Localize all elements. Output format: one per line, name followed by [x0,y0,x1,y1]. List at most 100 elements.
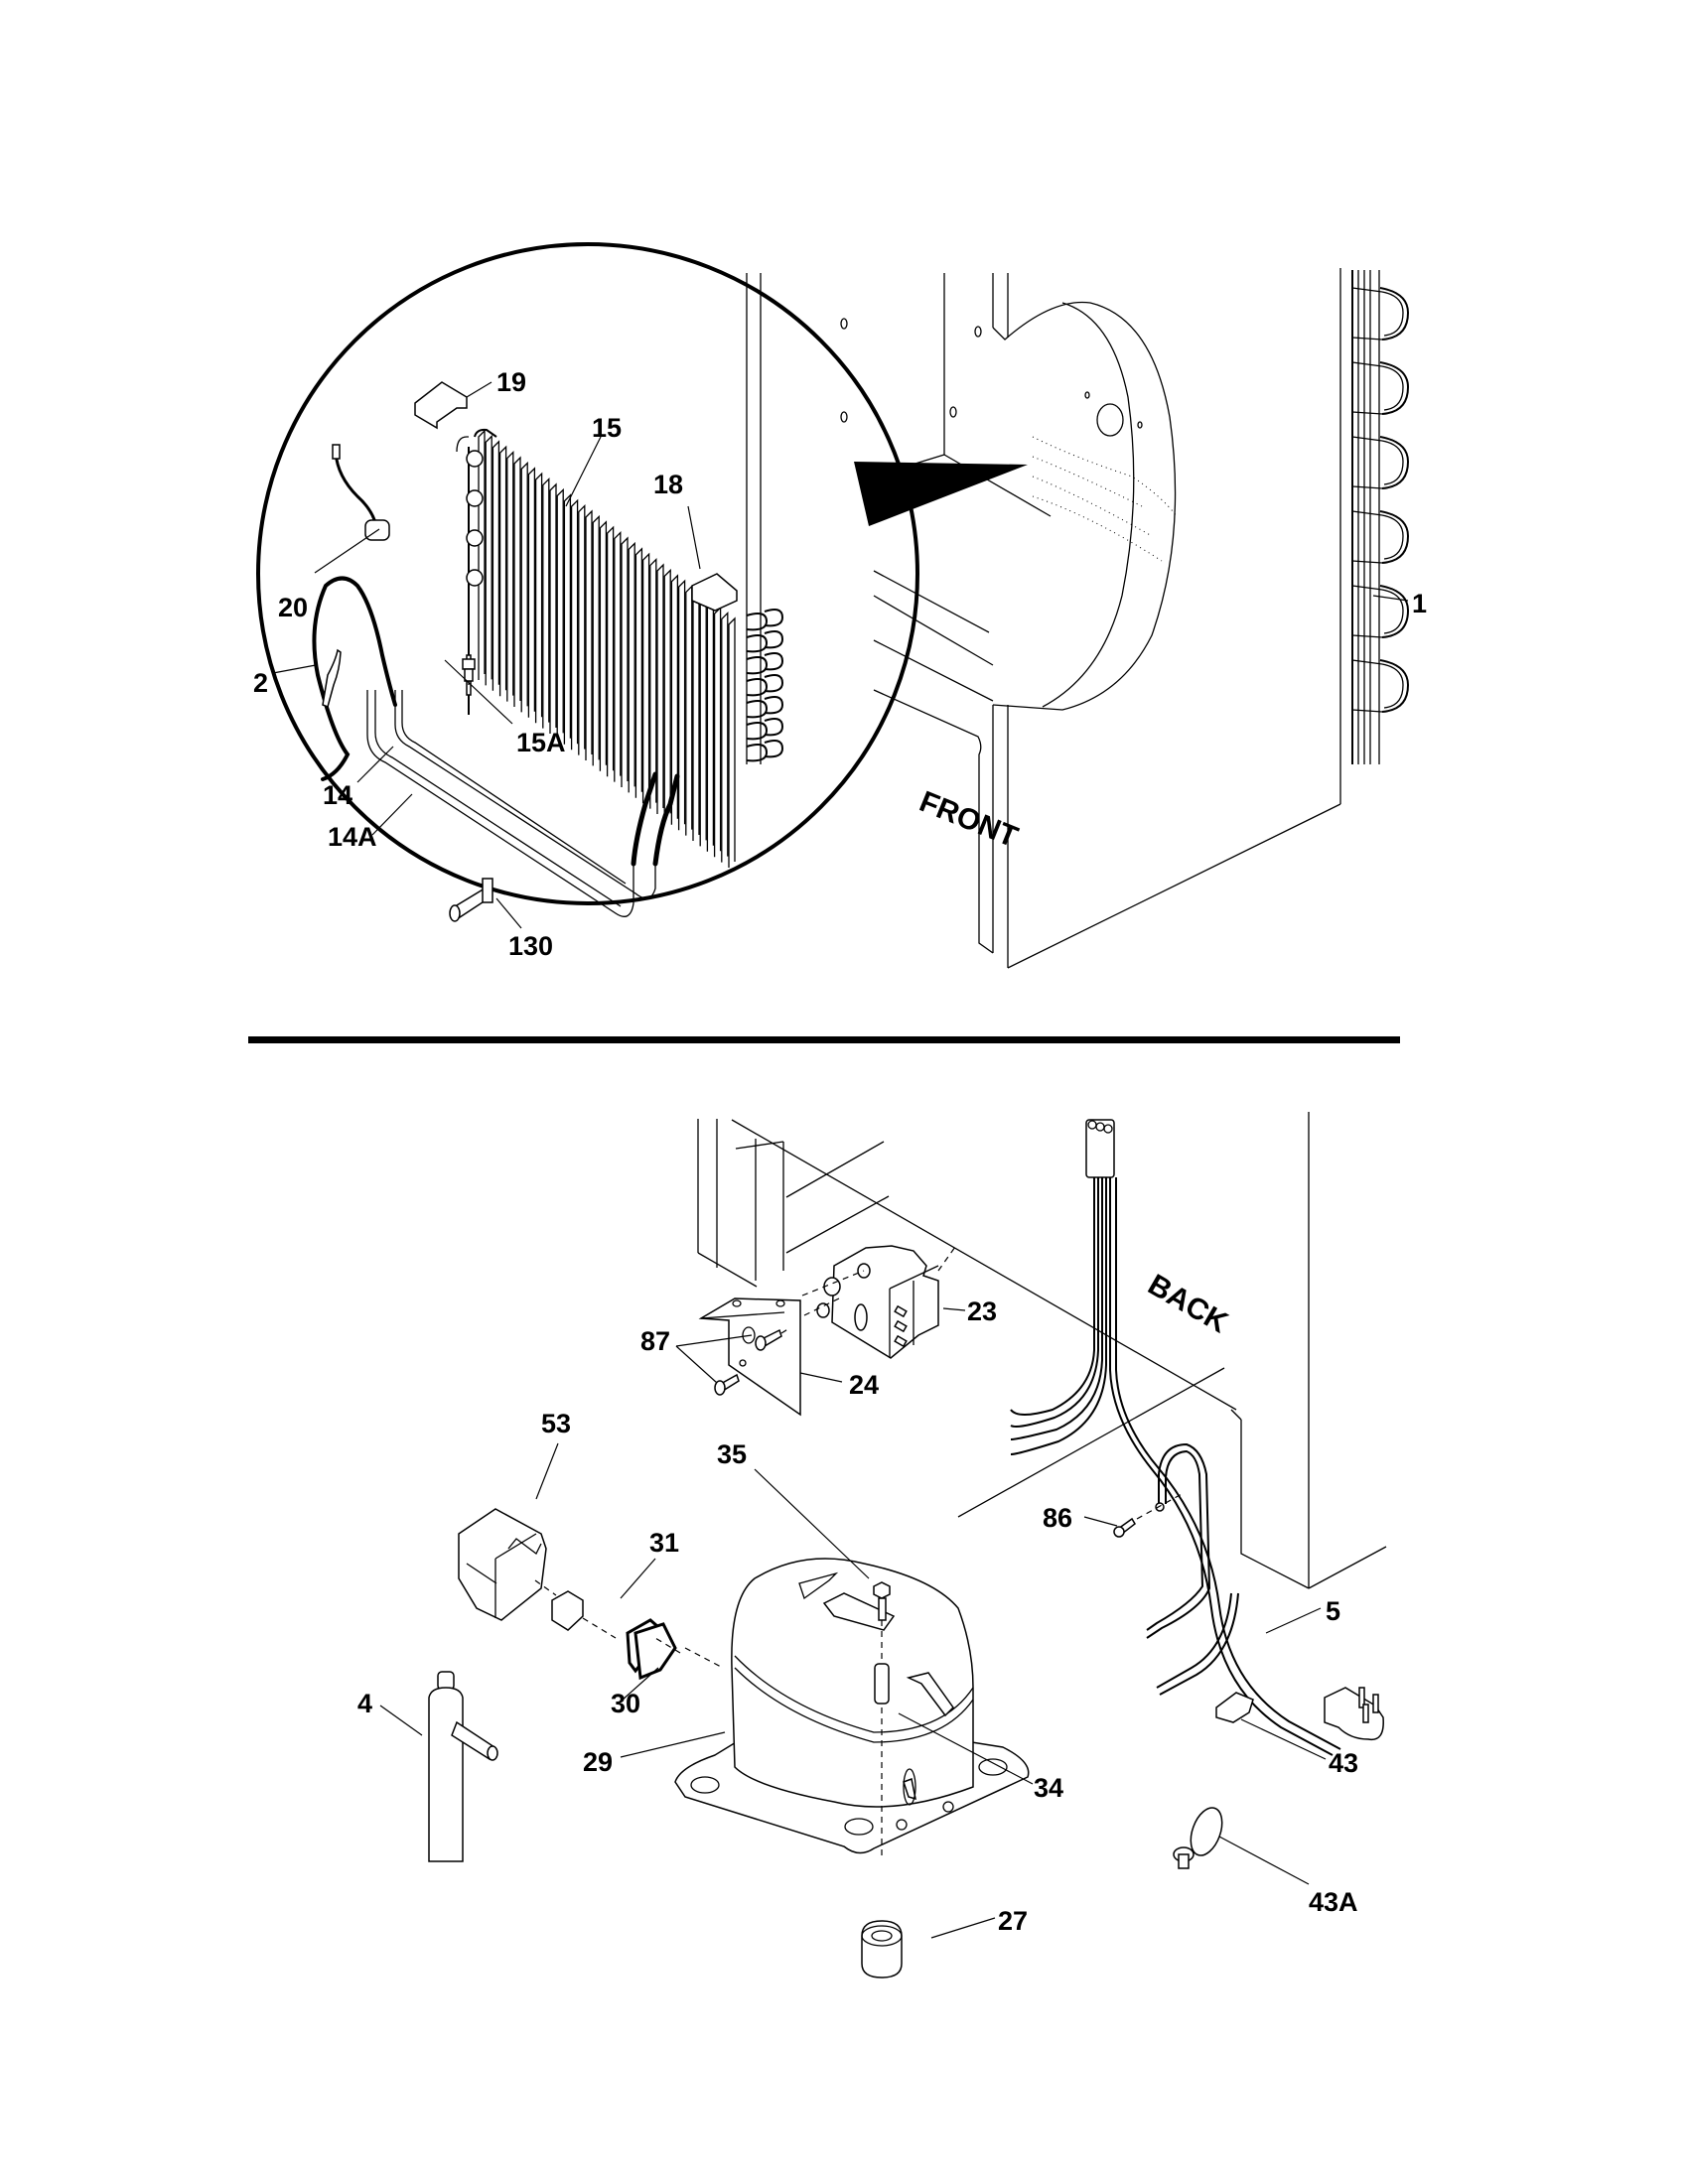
evaporator-fin [527,467,536,718]
evaporator-fin [692,590,700,841]
cover-block-19 [414,381,468,430]
condenser-loop [1379,287,1410,341]
callout-1: 1 [1412,589,1427,618]
condenser-crosswire [1351,560,1383,564]
evaporator-coil-end [466,569,484,587]
condenser-crosswire [1351,634,1383,638]
evaporator-fin [677,579,686,831]
evaporator-coil-bend [764,740,784,758]
evaporator-section: FRONT [253,242,1427,969]
evaporator-coil-bend [764,630,784,649]
power-plug [1324,1687,1384,1741]
evaporator-fin [570,498,579,751]
defrost-thermostat [312,444,397,781]
condenser-crosswire [1351,709,1383,713]
condenser-loop-inner [1381,514,1404,560]
evaporator-fin [563,493,572,745]
condenser-loop [1379,585,1410,638]
callout-4: 4 [357,1689,372,1718]
condenser-crosswire [1351,411,1383,415]
callout-20: 20 [278,593,308,622]
evaporator-fin [628,541,635,793]
detail-circle [256,242,919,905]
compressor-section: BACK [357,1112,1387,1979]
evaporator-fin [663,568,671,820]
condenser-crosswire [1351,361,1383,367]
drier [428,1671,498,1862]
evaporator-fin [542,478,550,729]
evaporator-coil-end [466,489,484,507]
evaporator-coil-bend [764,609,784,627]
wire-harness [1010,1119,1341,1756]
callout-19: 19 [496,367,526,397]
callout-27: 27 [998,1906,1028,1936]
callout-24: 24 [849,1370,879,1400]
evaporator-fin [578,504,586,755]
condenser-coil [1351,270,1410,764]
callout-130: 130 [508,931,553,961]
evaporator-coil-bend [746,744,769,762]
condenser-crosswire [1351,585,1383,591]
callout-14: 14 [323,780,352,810]
callout-53: 53 [541,1409,571,1438]
cabinet-back [697,1112,1387,1589]
cover-block-18 [691,573,738,612]
leader-lines-top [272,381,1409,929]
evaporator-fin [641,552,650,804]
condenser-loop [1379,659,1410,713]
defrost-timer [801,1245,956,1359]
callout-23: 23 [967,1297,997,1326]
callout-86: 86 [1043,1503,1072,1533]
condenser-crosswire [1351,510,1383,516]
detail-pointer [854,462,1028,526]
evaporator-coil-bend [764,696,784,715]
grommet [861,1920,903,1979]
callout-43A: 43A [1309,1887,1358,1917]
suction-line [366,690,680,917]
condenser-crosswire [1351,337,1383,341]
evaporator-fin [721,612,729,863]
evaporator-coil-bend [764,674,784,693]
condenser-loop [1379,361,1410,415]
evaporator-fin [513,456,521,707]
evaporator-fin [634,547,643,798]
callout-31: 31 [649,1528,679,1558]
evaporator-fin [585,509,593,760]
evaporator-fin [556,487,564,740]
relay [534,1579,617,1639]
callout-15: 15 [592,413,622,443]
condenser-loop-inner [1381,440,1404,485]
evaporator-fin [670,574,679,825]
evaporator [456,428,784,868]
evaporator-fin [592,514,600,766]
evaporator-fin [649,558,657,809]
evaporator-coil-bend [746,700,769,719]
evaporator-coil-bend [746,634,769,653]
callouts-bottom: 23 87 24 53 35 31 86 5 30 4 29 34 43 27 … [357,1297,1358,1936]
evaporator-fin [656,563,664,814]
callout-15A: 15A [516,728,566,757]
cabinet-liner [746,268,1341,969]
callout-43: 43 [1329,1748,1358,1778]
condenser-crosswire [1351,659,1383,665]
evaporator-fin [621,536,629,787]
callout-35: 35 [717,1439,747,1469]
cord-clip-43 [1215,1692,1254,1723]
callout-5: 5 [1326,1596,1340,1626]
ground-wire [1113,1442,1239,1696]
evaporator-fin [485,434,492,686]
back-label: BACK [1143,1268,1234,1339]
callout-18: 18 [653,470,683,499]
evaporator-fin [699,595,707,847]
callout-87: 87 [640,1326,670,1356]
relay-cover [458,1508,547,1621]
condenser-crosswire [1351,485,1383,489]
evaporator-coil-end [466,529,484,547]
evaporator-coil-bend [764,718,784,737]
evaporator-fin [478,429,486,680]
evaporator-coil-bend [764,652,784,671]
evaporator-fin [534,472,543,724]
condenser-loop [1379,510,1410,564]
evaporator-fin [549,482,557,734]
